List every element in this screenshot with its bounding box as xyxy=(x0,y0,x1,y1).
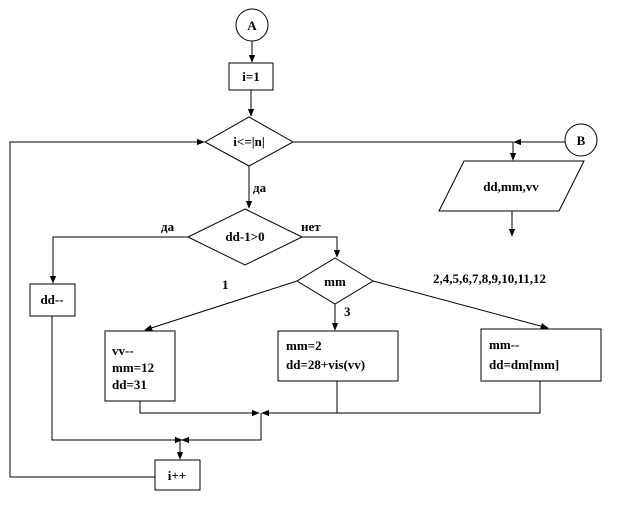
edge-cond-no xyxy=(302,236,341,258)
case-other-label: 2,4,5,6,7,8,9,10,11,12 xyxy=(433,271,546,286)
cond-yes-label: да xyxy=(161,219,175,234)
connector-b-label: B xyxy=(577,133,586,148)
dd-condition: dd-1>0 xyxy=(186,208,304,266)
case3-block: mm=2 dd=28+vis(vv) xyxy=(277,330,399,382)
loop-condition-label: i<=|n| xyxy=(233,134,264,149)
cond-no-label: нет xyxy=(301,219,321,234)
output-block: dd,mm,vv xyxy=(438,160,585,212)
increment-block: i++ xyxy=(154,459,201,491)
edge-switch-to-merge xyxy=(181,413,262,444)
case-other-line-1: mm-- xyxy=(489,337,519,352)
loop-condition: i<=|n| xyxy=(203,116,295,167)
edge-case-other xyxy=(372,280,549,330)
init-block: i=1 xyxy=(228,62,274,91)
case-other-block: mm-- dd=dm[mm] xyxy=(480,328,602,382)
edge-case3-merge xyxy=(261,381,338,417)
edge-case-other-merge xyxy=(337,381,541,414)
case3-line-1: mm=2 xyxy=(286,338,322,353)
output-label: dd,mm,vv xyxy=(483,179,539,194)
mm-switch-label: mm xyxy=(324,274,346,289)
case-other-line-2: dd=dm[mm] xyxy=(489,357,559,372)
case1-label: 1 xyxy=(222,277,229,292)
edge-case1-merge xyxy=(139,401,260,417)
edge-loop-back xyxy=(9,138,205,478)
case1-line-2: mm=12 xyxy=(112,360,154,375)
case1-block: vv-- mm=12 dd=31 xyxy=(104,330,176,402)
dd-decrement-block: dd-- xyxy=(29,283,76,317)
connector-b: B xyxy=(564,123,598,157)
dd-decrement-label: dd-- xyxy=(40,292,63,307)
edge-case1 xyxy=(144,280,298,331)
increment-label: i++ xyxy=(168,468,186,483)
connector-a-label: A xyxy=(247,18,257,33)
init-label: i=1 xyxy=(242,69,260,84)
mm-switch: mm xyxy=(296,257,374,305)
case1-line-3: dd=31 xyxy=(112,377,147,392)
loop-yes-label: да xyxy=(253,180,267,195)
case1-line-1: vv-- xyxy=(112,343,134,358)
edge-dd-to-merge xyxy=(51,316,183,444)
case3-label: 3 xyxy=(344,304,351,319)
edge-cond-yes xyxy=(49,236,188,284)
case3-line-2: dd=28+vis(vv) xyxy=(286,357,365,372)
connector-a: A xyxy=(235,8,269,42)
dd-condition-label: dd-1>0 xyxy=(225,229,264,244)
